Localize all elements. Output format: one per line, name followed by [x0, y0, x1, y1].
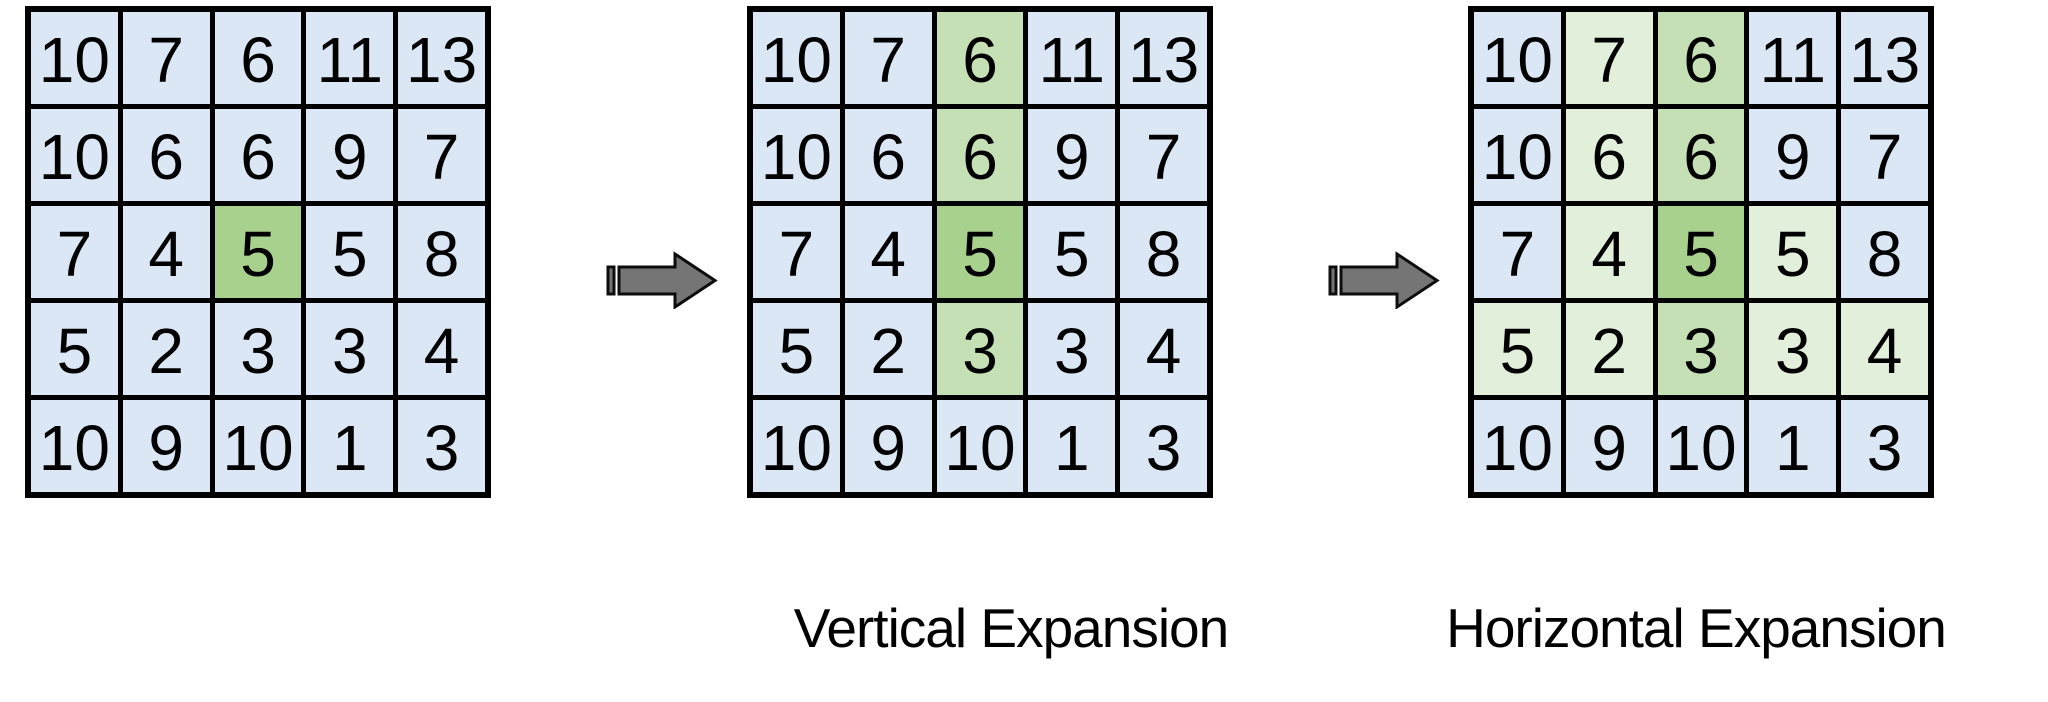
- grid-cell: 3: [1120, 400, 1207, 492]
- grid-cell: 3: [1028, 303, 1116, 395]
- grid-cell: 1: [306, 400, 394, 492]
- grid-cell: 3: [214, 303, 302, 395]
- grid-cell: 1: [1028, 400, 1116, 492]
- grid-cell: 9: [1565, 400, 1653, 492]
- grid-cell: 6: [1565, 109, 1653, 201]
- grid-cell: 10: [1474, 12, 1561, 104]
- grid-cell: 4: [122, 206, 210, 298]
- grid-cell: 11: [306, 12, 394, 104]
- grid-cell: 7: [398, 109, 485, 201]
- grid-cell: 10: [753, 12, 840, 104]
- grid-cell: 5: [306, 206, 394, 298]
- grid-cell: 2: [122, 303, 210, 395]
- grid-cell: 10: [1474, 400, 1561, 492]
- grid-cell: 7: [1474, 206, 1561, 298]
- grid-cell: 3: [1841, 400, 1928, 492]
- grid-cell: 3: [1749, 303, 1837, 395]
- striped-right-arrow-icon: [1327, 251, 1440, 310]
- grid-cell: 11: [1749, 12, 1837, 104]
- grid-cell: 6: [214, 109, 302, 201]
- grid-cell: 9: [1749, 109, 1837, 201]
- grid-cell: 6: [1657, 109, 1745, 201]
- grid-cell: 5: [1474, 303, 1561, 395]
- grid-cell: 8: [1841, 206, 1928, 298]
- grid-cell: 10: [1657, 400, 1745, 492]
- grid-cell: 4: [844, 206, 932, 298]
- grid-cell: 10: [31, 109, 118, 201]
- vertical-expansion-label: Vertical Expansion: [793, 597, 1230, 659]
- striped-right-arrow-icon: [605, 251, 718, 310]
- horizontal-expansion-label: Horizontal Expansion: [1446, 597, 1947, 659]
- grid-cell: 6: [936, 109, 1024, 201]
- grid-cell: 13: [1120, 12, 1207, 104]
- grid-cell: 9: [306, 109, 394, 201]
- grid-cell: 10: [936, 400, 1024, 492]
- grid-cell: 7: [844, 12, 932, 104]
- grid-cell: 10: [31, 400, 118, 492]
- grid-cell: 7: [31, 206, 118, 298]
- grid-cell: 2: [844, 303, 932, 395]
- grid-cell: 10: [1474, 109, 1561, 201]
- grid-cell: 4: [1120, 303, 1207, 395]
- grid-cell: 6: [1657, 12, 1745, 104]
- grid-cell: 10: [753, 400, 840, 492]
- grid-cell: 3: [936, 303, 1024, 395]
- grid-cell: 7: [1841, 109, 1928, 201]
- grid-cell: 6: [936, 12, 1024, 104]
- grid-cell: 4: [398, 303, 485, 395]
- grid-cell: 3: [1657, 303, 1745, 395]
- grid-cell: 11: [1028, 12, 1116, 104]
- grid-cell: 5: [214, 206, 302, 298]
- grid-cell: 3: [306, 303, 394, 395]
- grid-cell: 4: [1841, 303, 1928, 395]
- grid-cell: 9: [844, 400, 932, 492]
- grid-cell: 5: [936, 206, 1024, 298]
- grid-cell: 6: [214, 12, 302, 104]
- grid-cell: 13: [1841, 12, 1928, 104]
- grid-cell: 5: [1028, 206, 1116, 298]
- grid-cell: 8: [1120, 206, 1207, 298]
- grid-cell: 10: [214, 400, 302, 492]
- grid-cell: 9: [122, 400, 210, 492]
- grid-cell: 13: [398, 12, 485, 104]
- grid-cell: 5: [753, 303, 840, 395]
- grid-cell: 6: [122, 109, 210, 201]
- grid-cell: 10: [31, 12, 118, 104]
- grid-cell: 5: [31, 303, 118, 395]
- grid-cell: 9: [1028, 109, 1116, 201]
- grid-cell: 5: [1657, 206, 1745, 298]
- grid-cell: 2: [1565, 303, 1653, 395]
- grid-cell: 6: [844, 109, 932, 201]
- grid-cell: 7: [1120, 109, 1207, 201]
- grid-cell: 1: [1749, 400, 1837, 492]
- grid-cell: 10: [753, 109, 840, 201]
- grid-cell: 4: [1565, 206, 1653, 298]
- grid-cell: 5: [1749, 206, 1837, 298]
- grid-cell: 7: [753, 206, 840, 298]
- grid-cell: 8: [398, 206, 485, 298]
- grid-cell: 7: [122, 12, 210, 104]
- grid-cell: 7: [1565, 12, 1653, 104]
- grid-cell: 3: [398, 400, 485, 492]
